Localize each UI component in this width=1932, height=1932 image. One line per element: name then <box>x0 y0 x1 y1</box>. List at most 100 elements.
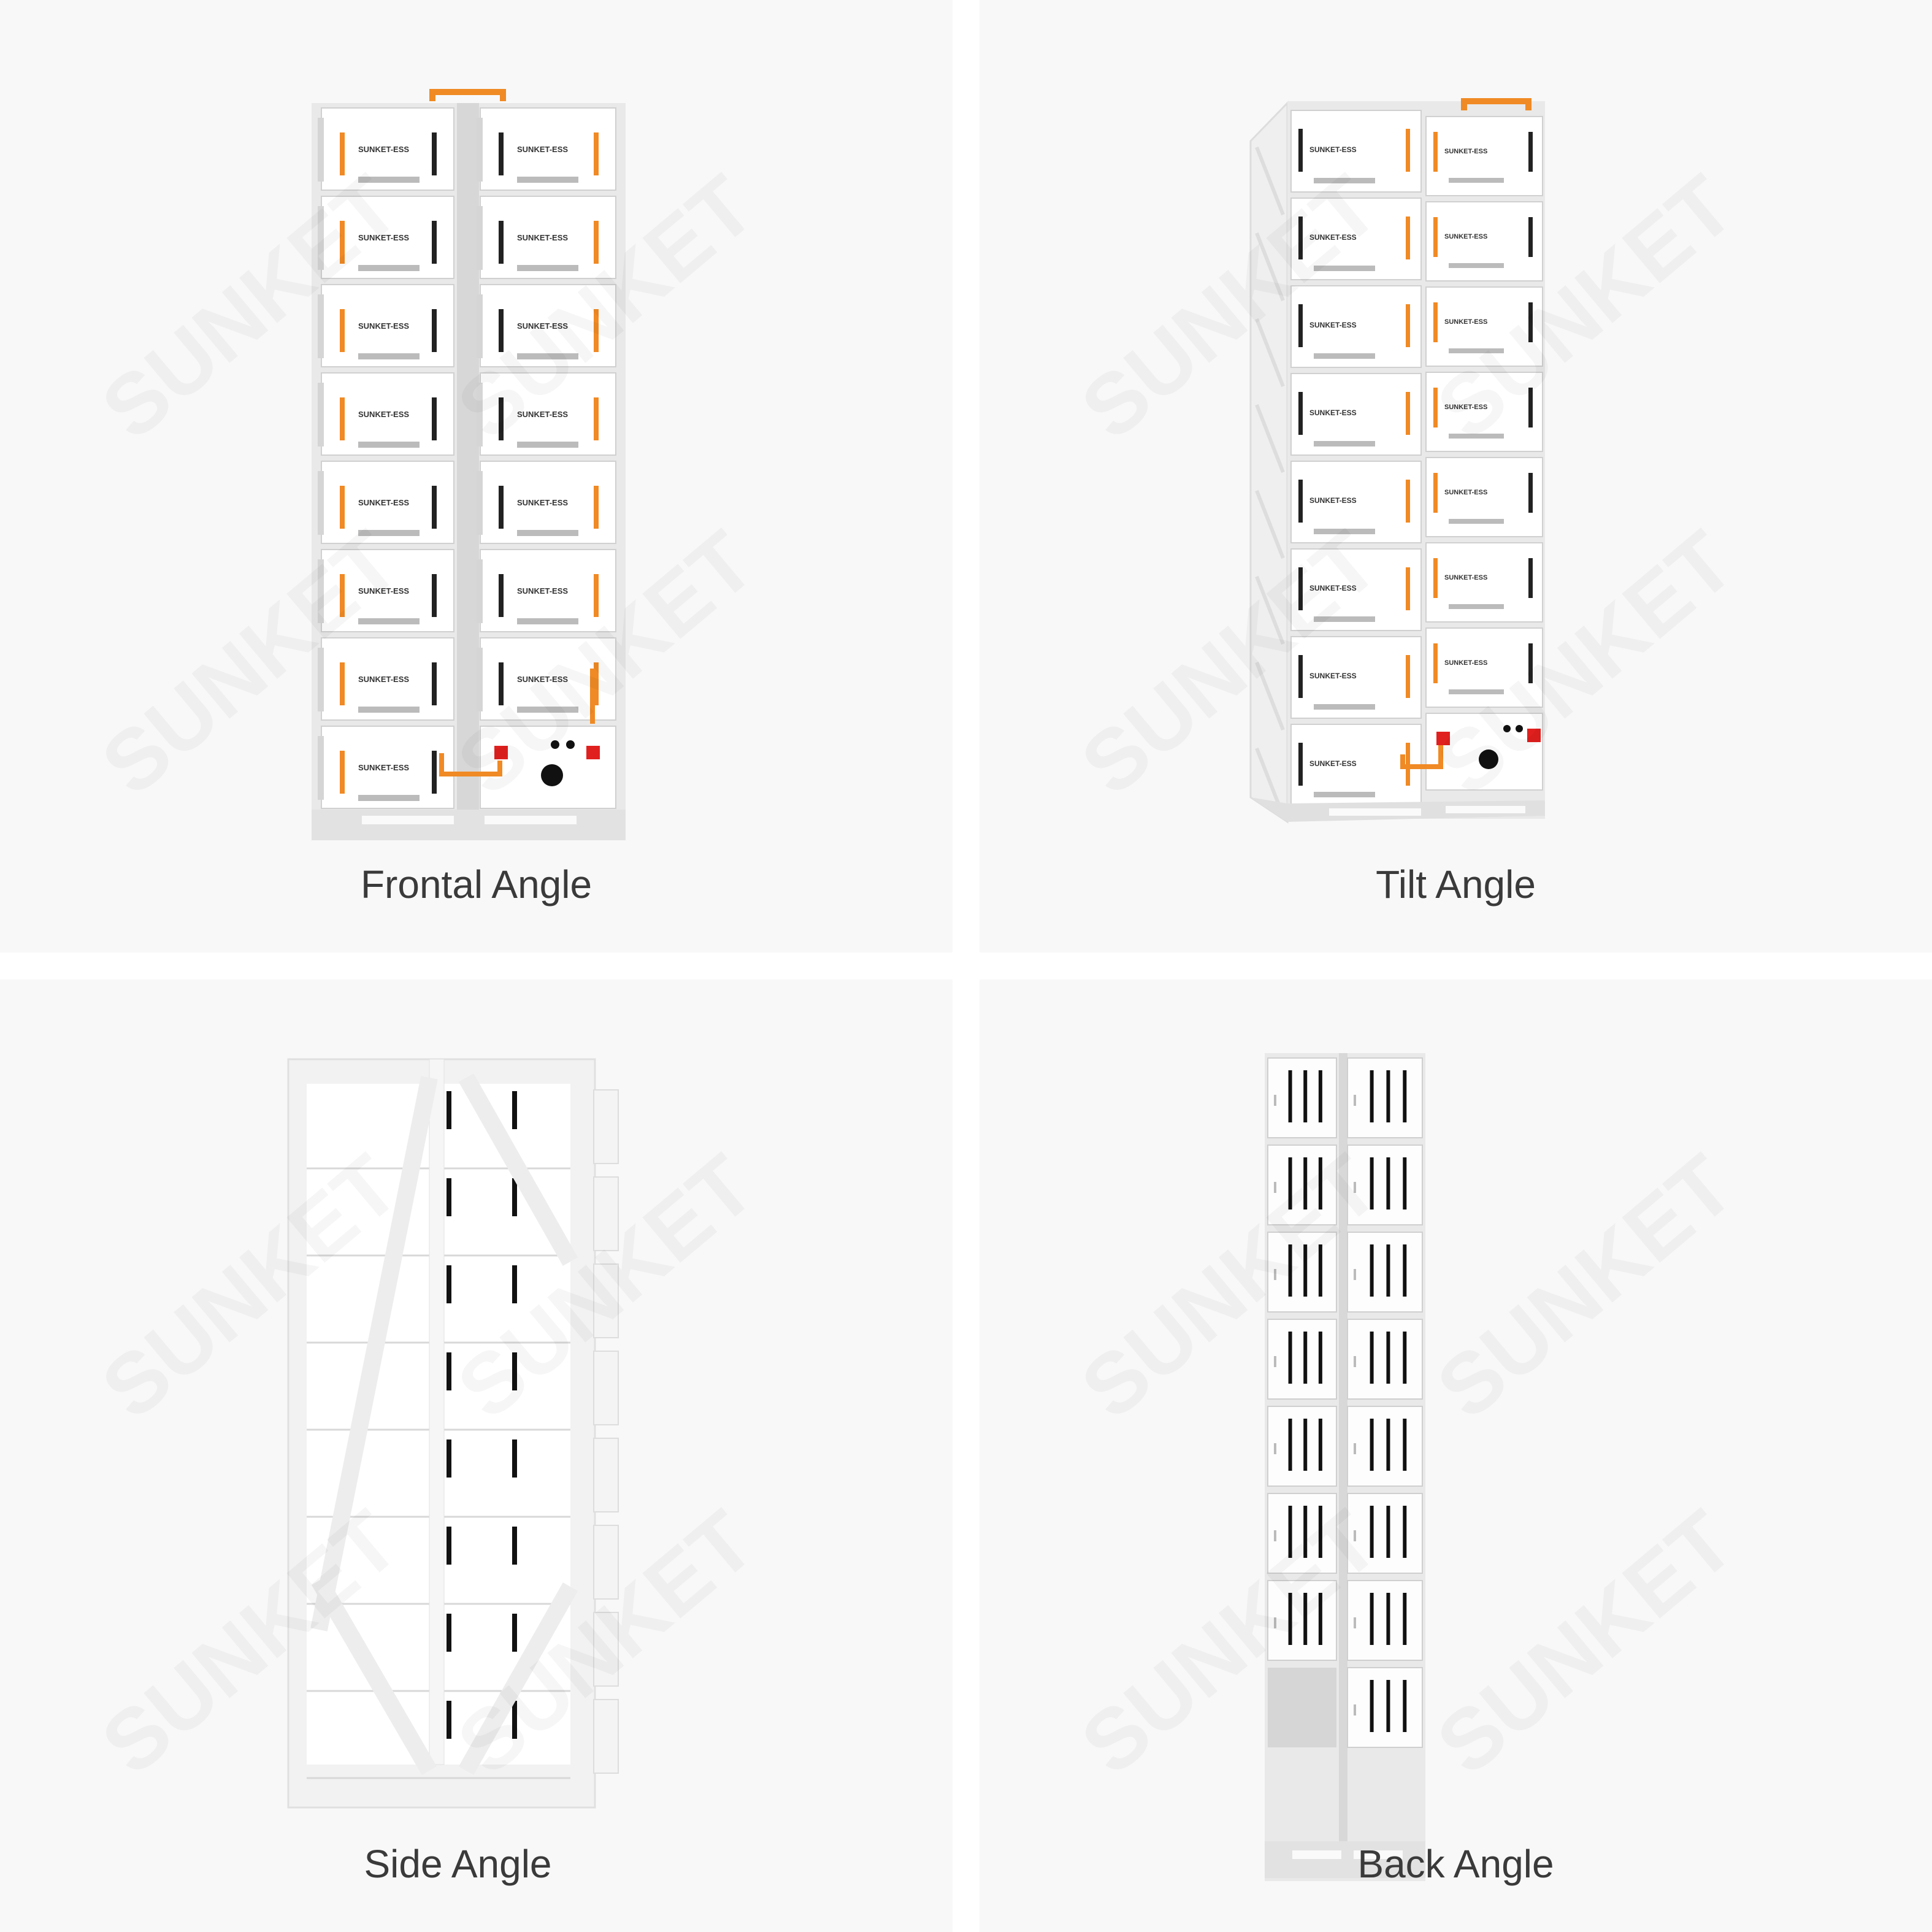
orange-stripe <box>340 486 345 529</box>
module-vent <box>358 442 420 448</box>
module-bracket <box>477 648 483 711</box>
module-brand-label: SUNKET-ESS <box>1444 318 1487 326</box>
orange-stripe <box>594 221 599 264</box>
module-brand-label: SUNKET-ESS <box>1444 404 1487 411</box>
module-bracket <box>318 206 324 270</box>
battery-module-rear <box>1347 1406 1423 1487</box>
rear-latch <box>1274 1095 1276 1106</box>
black-stripe <box>1298 217 1303 259</box>
module-vent <box>1449 348 1504 353</box>
module-vent <box>517 530 578 536</box>
module-bracket <box>318 294 324 358</box>
vent-slot <box>1370 1680 1374 1732</box>
module-vent <box>517 707 578 713</box>
orange-stripe <box>1406 304 1410 347</box>
module-brand-label: SUNKET-ESS <box>1444 659 1487 667</box>
black-stripe <box>1298 567 1303 610</box>
module-brand-label: SUNKET-ESS <box>358 498 409 507</box>
battery-module-rear <box>1347 1667 1423 1748</box>
battery-module-rear <box>1347 1319 1423 1400</box>
orange-stripe <box>340 309 345 352</box>
module-end-cap <box>593 1089 619 1164</box>
center-rail <box>457 103 479 815</box>
module-bracket <box>318 736 324 800</box>
black-stripe <box>1528 473 1533 513</box>
vent-slot <box>1403 1419 1407 1471</box>
black-stripe <box>1298 743 1303 786</box>
orange-stripe <box>1406 480 1410 523</box>
handle-slot <box>447 1352 451 1390</box>
module-brand-label: SUNKET-ESS <box>517 410 568 419</box>
orange-stripe <box>1406 392 1410 435</box>
vent-slot <box>1386 1332 1390 1384</box>
orange-stripe <box>1406 129 1410 172</box>
positive-terminal <box>494 746 508 759</box>
module-vent <box>1449 604 1504 609</box>
orange-stripe <box>594 662 599 705</box>
battery-module <box>1425 542 1543 623</box>
diagonal-brace <box>311 1576 437 1776</box>
module-vent <box>517 618 578 624</box>
orange-cable <box>439 753 502 776</box>
module-bracket <box>477 206 483 270</box>
vent-slot <box>1318 1419 1322 1471</box>
forklift-slot <box>1329 808 1421 816</box>
diagonal-brace <box>458 1582 578 1775</box>
module-vent <box>1314 441 1375 447</box>
vent-slot <box>1318 1506 1322 1558</box>
indicator-led <box>566 740 575 749</box>
handle-slot <box>512 1178 517 1216</box>
orange-stripe <box>340 574 345 617</box>
orange-stripe <box>1433 643 1438 683</box>
battery-module-rear <box>1267 1406 1337 1487</box>
module-vent <box>1314 792 1375 797</box>
module-brand-label: SUNKET-ESS <box>1444 233 1487 240</box>
diagonal-brace <box>458 1073 578 1266</box>
orange-stripe <box>340 221 345 264</box>
tilt-caption: Tilt Angle <box>1376 862 1536 907</box>
module-brand-label: SUNKET-ESS <box>1309 496 1357 505</box>
handle-slot <box>447 1439 451 1478</box>
orange-stripe <box>340 751 345 794</box>
battery-module <box>1425 116 1543 196</box>
battery-module <box>1425 372 1543 452</box>
battery-module <box>1425 627 1543 708</box>
vent-slot <box>1288 1244 1292 1297</box>
cross-brace <box>1255 404 1285 473</box>
module-end-cap <box>593 1263 619 1338</box>
black-stripe <box>432 309 437 352</box>
side-caption: Side Angle <box>364 1842 552 1886</box>
rear-latch <box>1274 1530 1276 1541</box>
negative-terminal <box>586 746 600 759</box>
frontal-view-panel: SUNKET-ESS SUNKET-ESS SUNKET-ESS SUNKET-ESS… <box>0 0 953 953</box>
module-vent <box>1314 704 1375 710</box>
rear-latch <box>1354 1182 1356 1193</box>
module-brand-label: SUNKET-ESS <box>517 321 568 331</box>
orange-stripe <box>1406 217 1410 259</box>
battery-module-rear <box>1267 1319 1337 1400</box>
module-brand-label: SUNKET-ESS <box>1309 408 1357 417</box>
vent-slot <box>1288 1506 1292 1558</box>
frontal-rack-image: SUNKET-ESS SUNKET-ESS SUNKET-ESS SUNKET-ESS… <box>312 89 626 840</box>
tilt-rack-image: SUNKET-ESS SUNKET-ESS SUNKET-ESS SUNKET-ESS… <box>1249 98 1545 824</box>
black-stripe <box>499 486 504 529</box>
module-brand-label: SUNKET-ESS <box>1309 584 1357 592</box>
module-vent <box>1449 519 1504 524</box>
black-stripe <box>432 132 437 175</box>
module-brand-label: SUNKET-ESS <box>358 675 409 684</box>
module-brand-label: SUNKET-ESS <box>517 233 568 242</box>
battery-module-rear <box>1267 1493 1337 1574</box>
rear-latch <box>1274 1269 1276 1280</box>
module-end-cap <box>593 1438 619 1512</box>
cross-brace <box>1255 575 1285 645</box>
handle-slot <box>447 1265 451 1303</box>
battery-module-rear <box>1267 1580 1337 1661</box>
module-end-cap <box>593 1351 619 1425</box>
orange-stripe <box>340 662 345 705</box>
vent-slot <box>1288 1157 1292 1209</box>
module-vent <box>1449 434 1504 439</box>
rear-latch <box>1354 1095 1356 1106</box>
vent-slot <box>1303 1244 1308 1297</box>
module-bracket <box>477 559 483 623</box>
black-stripe <box>432 221 437 264</box>
